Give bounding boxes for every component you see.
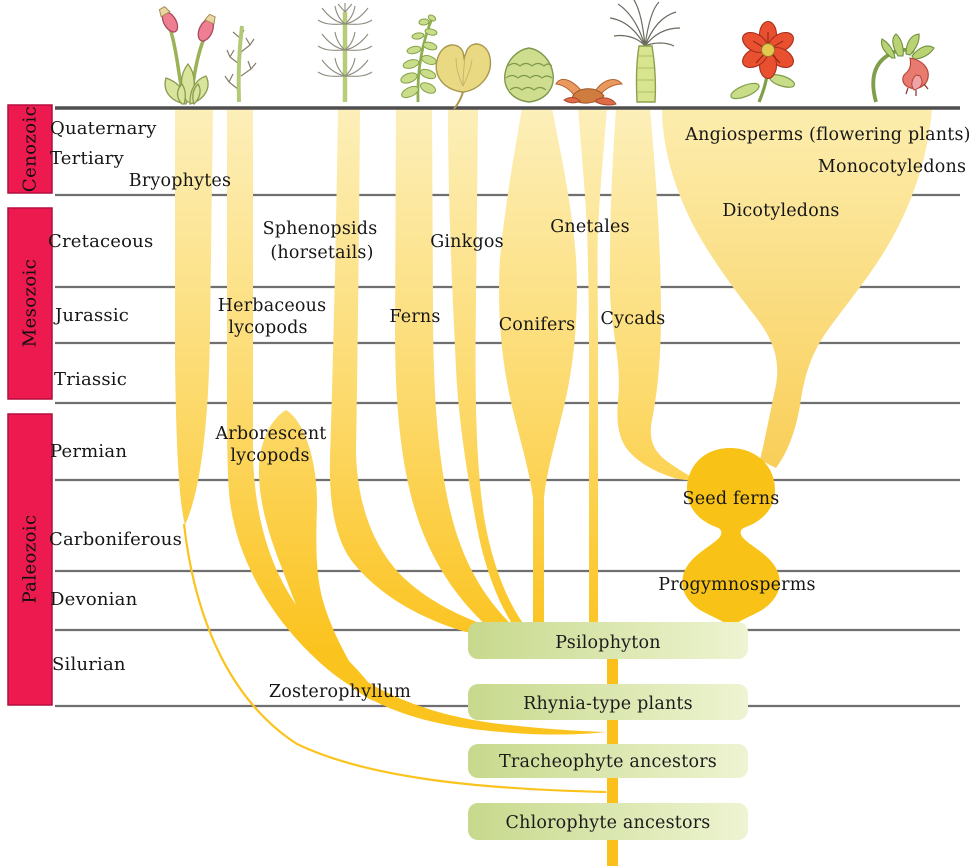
era-bars: Cenozoic Mesozoic Paleozoic bbox=[7, 104, 53, 706]
progymnosperms-label: Progymnosperms bbox=[658, 575, 815, 595]
horsetail-icon bbox=[317, 3, 373, 102]
bryophytes-connector-line bbox=[182, 523, 607, 794]
period-label-silurian: Silurian bbox=[52, 654, 126, 675]
lycopod-shoot-icon bbox=[224, 25, 257, 103]
arborescent-lycopods-label-line1: Arborescent bbox=[214, 424, 326, 444]
chlorophyte-label: Chlorophyte ancestors bbox=[506, 813, 711, 833]
gnetales-label: Gnetales bbox=[550, 217, 630, 237]
gnetales-stream bbox=[578, 108, 607, 631]
dicotyledons-label: Dicotyledons bbox=[722, 201, 839, 221]
period-label-devonian: Devonian bbox=[50, 589, 138, 610]
psilophyton-label: Psilophyton bbox=[555, 633, 660, 653]
sphenopsids-label-line1: Sphenopsids bbox=[263, 219, 378, 239]
lineage-streams bbox=[175, 108, 932, 794]
cycad-icon bbox=[609, 0, 681, 103]
monocot-flower-icon bbox=[871, 33, 935, 103]
seed-ferns-progymnosperms-blob bbox=[682, 448, 780, 628]
lineage-labels: Bryophytes Sphenopsids (horsetails) Gink… bbox=[129, 125, 971, 702]
conifers-stream bbox=[499, 108, 577, 631]
cycads-stream bbox=[609, 108, 701, 482]
angiosperms-funnel bbox=[662, 108, 932, 468]
tracheophyte-label: Tracheophyte ancestors bbox=[499, 752, 717, 772]
monocotyledons-label: Monocotyledons bbox=[818, 157, 966, 177]
bryophytes-label: Bryophytes bbox=[129, 171, 231, 191]
moss-bryophyte-icon bbox=[158, 6, 216, 106]
zosterophyllum-connector bbox=[352, 672, 606, 735]
chlorophyte-box bbox=[468, 803, 748, 840]
arborescent-lycopods-label-line2: lycopods bbox=[230, 446, 309, 466]
arborescent-lycopods-stream bbox=[258, 410, 373, 701]
herbaceous-lycopods-label-line2: lycopods bbox=[228, 318, 307, 338]
period-label-cretaceous: Cretaceous bbox=[48, 231, 153, 252]
cycads-label: Cycads bbox=[601, 309, 666, 329]
period-label-jurassic: Jurassic bbox=[53, 305, 129, 326]
ginkgos-label: Ginkgos bbox=[430, 232, 504, 252]
period-label-carboniferous: Carboniferous bbox=[49, 529, 182, 550]
ancestor-boxes: Psilophyton Rhynia-type plants Tracheoph… bbox=[468, 622, 748, 840]
period-label-triassic: Triassic bbox=[54, 369, 127, 390]
conifer-cone-icon bbox=[504, 47, 554, 103]
cenozoic-bar bbox=[7, 104, 53, 194]
ginkgos-stream bbox=[448, 108, 528, 631]
paleozoic-label: Paleozoic bbox=[20, 514, 41, 603]
sphenopsids-label-line2: (horsetails) bbox=[270, 243, 373, 263]
seed-ferns-label: Seed ferns bbox=[683, 489, 780, 509]
bryophytes-stream bbox=[175, 108, 213, 525]
ferns-stream bbox=[395, 108, 518, 632]
mesozoic-bar bbox=[7, 207, 53, 400]
ginkgo-leaf-icon bbox=[435, 43, 492, 110]
rhynia-box bbox=[468, 684, 748, 720]
ferns-label: Ferns bbox=[389, 307, 440, 327]
period-label-quaternary: Quaternary bbox=[50, 118, 157, 139]
gnetophyte-icon bbox=[555, 78, 624, 106]
paleozoic-bar bbox=[7, 413, 53, 706]
period-label-tertiary: Tertiary bbox=[50, 148, 125, 169]
dicot-flower-icon bbox=[730, 20, 796, 103]
angiosperms-label: Angiosperms (flowering plants) bbox=[684, 125, 970, 145]
period-labels: Quaternary Tertiary Cretaceous Jurassic … bbox=[48, 118, 182, 675]
rhynia-label: Rhynia-type plants bbox=[523, 694, 693, 714]
psilophyton-box bbox=[468, 622, 748, 659]
period-label-permian: Permian bbox=[50, 441, 127, 462]
fern-frond-icon bbox=[400, 14, 438, 103]
plant-illustrations bbox=[158, 0, 935, 110]
zosterophyllum-label: Zosterophyllum bbox=[269, 682, 411, 702]
tracheophyte-box bbox=[468, 744, 748, 778]
cenozoic-label: Cenozoic bbox=[20, 106, 41, 192]
mesozoic-label: Mesozoic bbox=[20, 259, 41, 348]
herbaceous-lycopods-label-line1: Herbaceous bbox=[218, 296, 327, 316]
herbaceous-lycopods-stream bbox=[227, 108, 380, 702]
sphenopsids-stream bbox=[329, 108, 502, 632]
conifers-label: Conifers bbox=[499, 315, 576, 335]
